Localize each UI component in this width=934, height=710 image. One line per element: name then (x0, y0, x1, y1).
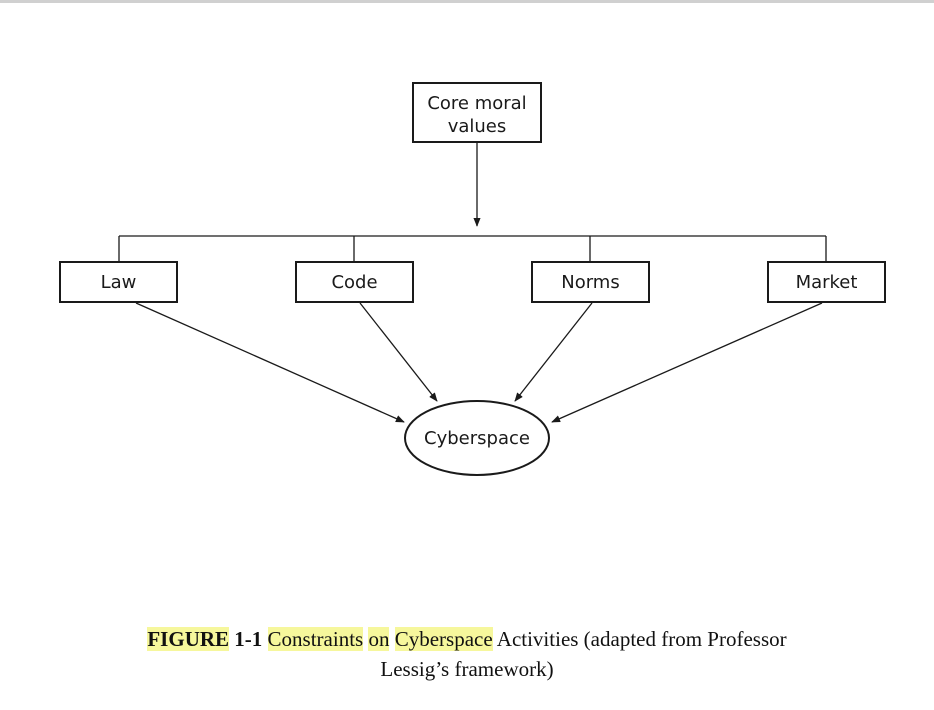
figure-caption: FIGURE 1-1 Constraints on Cyberspace Act… (40, 624, 894, 684)
caption-word-on: on (368, 627, 390, 651)
caption-word-constraints: Constraints (267, 627, 364, 651)
core-moral-values-line2: values (448, 116, 507, 137)
arrow-norms-to-cyberspace (514, 302, 593, 402)
norms-label: Norms (561, 272, 619, 293)
code-label: Code (331, 272, 377, 293)
arrow-code-to-cyberspace (359, 302, 438, 402)
code-box: Code (295, 261, 414, 303)
caption-word-cyberspace: Cyberspace (394, 627, 493, 651)
law-box: Law (59, 261, 178, 303)
norms-box: Norms (531, 261, 650, 303)
figure-number: 1-1 (234, 627, 263, 651)
core-moral-values-line1: Core moral (427, 93, 526, 114)
caption-rest-line1: Activities (adapted from Professor (496, 627, 787, 651)
market-box: Market (767, 261, 886, 303)
top-border (0, 0, 934, 3)
law-label: Law (101, 272, 137, 293)
arrow-market-to-cyberspace (551, 302, 823, 423)
figure-label: FIGURE (147, 627, 230, 651)
core-moral-values-box: Core moral values (412, 82, 542, 143)
arrow-law-to-cyberspace (135, 302, 405, 423)
cyberspace-ellipse: Cyberspace (404, 400, 550, 476)
caption-line-2: Lessig’s framework) (380, 657, 554, 681)
constraints-diagram: Core moral values Law Code Norms Market … (59, 82, 886, 476)
cyberspace-label: Cyberspace (424, 428, 530, 449)
market-label: Market (796, 272, 858, 293)
caption-line-1: FIGURE 1-1 Constraints on Cyberspace Act… (40, 624, 894, 654)
